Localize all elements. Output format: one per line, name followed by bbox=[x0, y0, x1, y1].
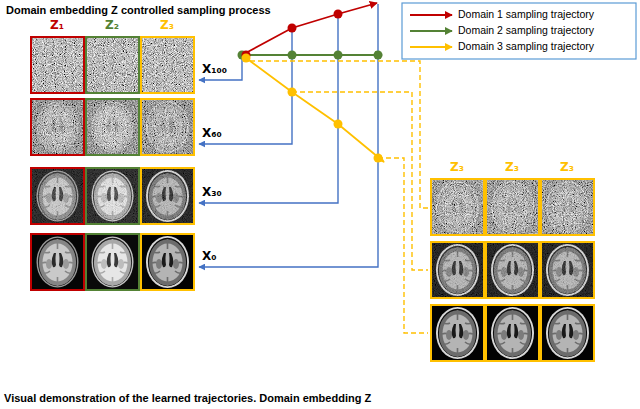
mri-row bbox=[30, 98, 195, 156]
art-rect bbox=[86, 234, 139, 290]
art-rect bbox=[31, 234, 84, 290]
step-label: X₃₀ bbox=[202, 186, 222, 200]
tile-frames bbox=[31, 37, 194, 290]
legend-sample bbox=[410, 30, 452, 32]
art-path bbox=[292, 92, 428, 270]
art-circle bbox=[288, 24, 297, 33]
step-label: X₁₀₀ bbox=[202, 63, 227, 77]
art-path bbox=[378, 158, 428, 333]
art-rect bbox=[30, 167, 195, 225]
art-rect bbox=[541, 242, 594, 298]
art-use bbox=[430, 304, 485, 362]
art-path bbox=[250, 61, 428, 208]
trajectories bbox=[242, 3, 384, 162]
art-rect bbox=[30, 98, 195, 156]
legend-text: Domain 1 sampling trajectory bbox=[458, 8, 594, 20]
domain-label: Z₁ bbox=[37, 19, 77, 33]
art-circle bbox=[334, 10, 343, 19]
art-circle bbox=[288, 88, 297, 97]
art-rect bbox=[431, 305, 484, 361]
art-use bbox=[140, 233, 195, 291]
art-rect bbox=[86, 168, 139, 224]
art-path bbox=[242, 54, 382, 56]
domain-label: Z₃ bbox=[492, 161, 532, 175]
art-circle bbox=[374, 154, 383, 163]
art-rect bbox=[86, 37, 139, 93]
art-rect bbox=[31, 37, 84, 93]
art-rect bbox=[541, 305, 594, 361]
figure-title: Domain embedding Z controlled sampling p… bbox=[6, 4, 271, 17]
mri-row bbox=[30, 233, 195, 291]
dashed-leader-lines bbox=[250, 61, 428, 333]
art-rect bbox=[141, 234, 194, 290]
domain-label: Z₃ bbox=[437, 161, 477, 175]
legend-sample bbox=[410, 14, 452, 16]
art-rect bbox=[431, 179, 484, 235]
mri-row bbox=[430, 241, 595, 299]
art-use bbox=[85, 233, 140, 291]
art-path bbox=[199, 28, 292, 144]
art-rect bbox=[430, 178, 595, 236]
step-label: X₆₀ bbox=[202, 127, 222, 141]
trajectory-points bbox=[238, 10, 383, 163]
mri-row bbox=[430, 304, 595, 362]
domain-label: Z₃ bbox=[147, 19, 187, 33]
legend-sample bbox=[410, 46, 452, 48]
mri-row bbox=[30, 167, 195, 225]
art-rect bbox=[31, 168, 84, 224]
legend-text: Domain 2 sampling trajectory bbox=[458, 24, 594, 36]
art-use bbox=[30, 233, 85, 291]
art-use bbox=[485, 304, 540, 362]
art-rect bbox=[486, 179, 539, 235]
domain-label: Z₂ bbox=[92, 19, 132, 33]
art-rect bbox=[86, 99, 139, 155]
mri-row bbox=[30, 36, 195, 94]
art-circle bbox=[334, 51, 343, 60]
step-label: X₀ bbox=[202, 250, 217, 264]
art-rect bbox=[141, 37, 194, 93]
legend-frame bbox=[402, 3, 636, 59]
figure-caption: Visual demonstration of the learned traj… bbox=[4, 392, 371, 405]
art-rect bbox=[30, 36, 195, 94]
art-circle bbox=[374, 51, 383, 60]
art-rect bbox=[141, 99, 194, 155]
legend-samples bbox=[410, 15, 452, 47]
art-use bbox=[540, 304, 595, 362]
legend-text: Domain 3 sampling trajectory bbox=[458, 40, 594, 52]
tile-frames bbox=[431, 179, 594, 361]
art-rect bbox=[430, 241, 595, 299]
art-rect bbox=[541, 179, 594, 235]
mri-row bbox=[430, 178, 595, 236]
art-circle bbox=[334, 120, 343, 129]
art-rect bbox=[31, 99, 84, 155]
art-rect bbox=[486, 242, 539, 298]
art-circle bbox=[288, 51, 297, 60]
art-path bbox=[246, 58, 384, 162]
domain-label: Z₃ bbox=[547, 161, 587, 175]
art-rect bbox=[141, 168, 194, 224]
art-path bbox=[199, 57, 242, 80]
art-rect bbox=[431, 242, 484, 298]
art-circle bbox=[242, 54, 251, 63]
art-rect bbox=[486, 305, 539, 361]
